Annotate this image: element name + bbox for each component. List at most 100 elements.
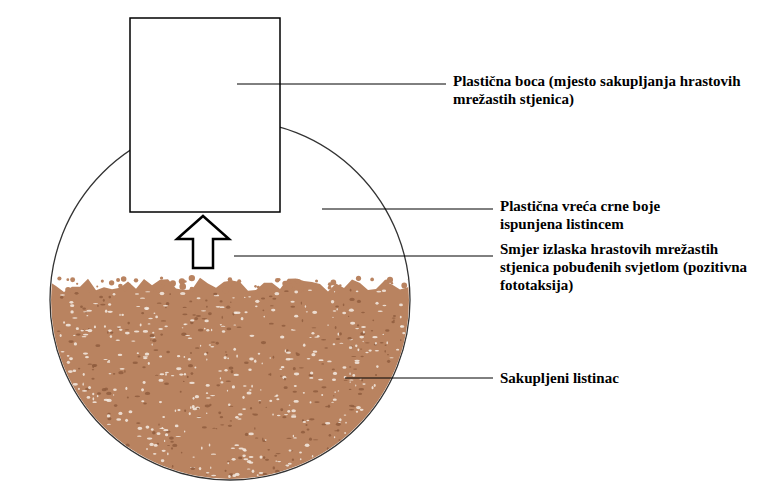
litter-speck <box>223 287 230 294</box>
litter-speck <box>226 380 231 382</box>
litter-speck <box>287 410 290 413</box>
litter-speck <box>145 352 150 355</box>
litter-speck <box>401 283 407 289</box>
litter-speck <box>274 455 277 457</box>
litter-speck <box>153 349 158 351</box>
litter-speck <box>118 284 123 289</box>
litter-speck <box>69 288 73 292</box>
litter-speck <box>293 367 296 370</box>
litter-speck <box>226 306 230 309</box>
litter-speck <box>209 444 211 447</box>
litter-speck <box>74 342 77 345</box>
litter-speck <box>360 409 364 411</box>
litter-speck <box>227 390 228 392</box>
litter-speck <box>238 413 243 415</box>
litter-speck <box>385 350 386 353</box>
litter-speck <box>259 401 261 404</box>
litter-speck <box>333 310 337 311</box>
litter-speck <box>157 303 162 304</box>
litter-speck <box>70 304 74 307</box>
litter-speck <box>105 309 107 312</box>
litter-speck <box>282 416 286 418</box>
litter-speck <box>149 443 153 446</box>
litter-speck <box>121 314 124 316</box>
litter-speck <box>83 334 88 336</box>
litter-speck <box>339 343 343 344</box>
litter-speck <box>305 444 310 447</box>
litter-speck <box>92 397 94 400</box>
litter-speck <box>350 289 352 292</box>
litter-speck <box>281 366 285 368</box>
litter-speck <box>116 340 120 341</box>
litter-speck <box>349 405 354 407</box>
litter-speck <box>271 309 275 312</box>
litter-speck <box>392 317 396 318</box>
litter-speck <box>81 330 84 332</box>
litter-speck <box>310 371 313 374</box>
litter-speck <box>327 447 329 450</box>
litter-speck <box>220 377 221 379</box>
litter-speck <box>333 343 336 345</box>
litter-speck <box>89 290 92 293</box>
litter-speck <box>175 425 179 428</box>
litter-speck <box>248 368 251 371</box>
litter-speck <box>143 403 147 405</box>
litter-speck <box>375 374 377 376</box>
litter-speck <box>147 437 153 439</box>
litter-speck <box>152 343 153 345</box>
litter-speck <box>265 439 267 441</box>
litter-speck <box>380 342 384 343</box>
litter-speck <box>108 360 110 361</box>
litter-speck <box>176 367 181 370</box>
litter-speck <box>201 446 203 449</box>
litter-speck <box>286 438 291 439</box>
litter-speck <box>225 470 227 472</box>
litter-speck <box>342 312 346 314</box>
litter-speck <box>332 379 336 381</box>
litter-speck <box>309 438 312 441</box>
litter-speck <box>184 356 186 358</box>
litter-speck <box>298 280 301 283</box>
litter-speck <box>244 311 247 313</box>
litter-speck <box>332 369 335 371</box>
litter-speck <box>227 462 229 464</box>
litter-speck <box>92 366 94 369</box>
litter-speck <box>99 296 103 298</box>
litter-speck <box>162 416 165 418</box>
litter-speck <box>161 459 165 462</box>
litter-speck <box>163 429 168 431</box>
litter-speck <box>360 348 362 349</box>
litter-speck <box>128 283 130 285</box>
litter-speck <box>303 421 307 423</box>
litter-speck <box>248 433 254 436</box>
litter-speck <box>204 320 208 323</box>
litter-speck <box>354 360 359 362</box>
litter-speck <box>229 406 233 407</box>
litter-speck <box>251 385 253 388</box>
litter-speck <box>311 353 315 356</box>
litter-speck <box>230 420 232 421</box>
litter-speck <box>360 356 363 357</box>
litter-speck <box>331 300 334 303</box>
litter-speck <box>169 293 171 295</box>
litter-speck <box>191 372 194 375</box>
litter-speck <box>309 374 313 377</box>
litter-speck <box>181 452 183 454</box>
litter-speck <box>108 330 112 332</box>
litter-speck <box>116 418 121 421</box>
litter-speck <box>313 351 318 353</box>
litter-speck <box>97 305 99 307</box>
litter-speck <box>75 292 79 295</box>
litter-speck <box>210 466 211 469</box>
litter-speck <box>361 326 366 328</box>
litter-speck <box>154 313 156 314</box>
litter-speck <box>120 368 125 370</box>
litter-speck <box>249 357 254 360</box>
litter-speck <box>211 341 216 342</box>
litter-speck <box>210 346 214 347</box>
litter-speck <box>363 341 364 343</box>
litter-speck <box>289 450 292 452</box>
litter-speck <box>250 407 252 410</box>
litter-speck <box>284 386 288 389</box>
litter-speck <box>69 301 73 304</box>
